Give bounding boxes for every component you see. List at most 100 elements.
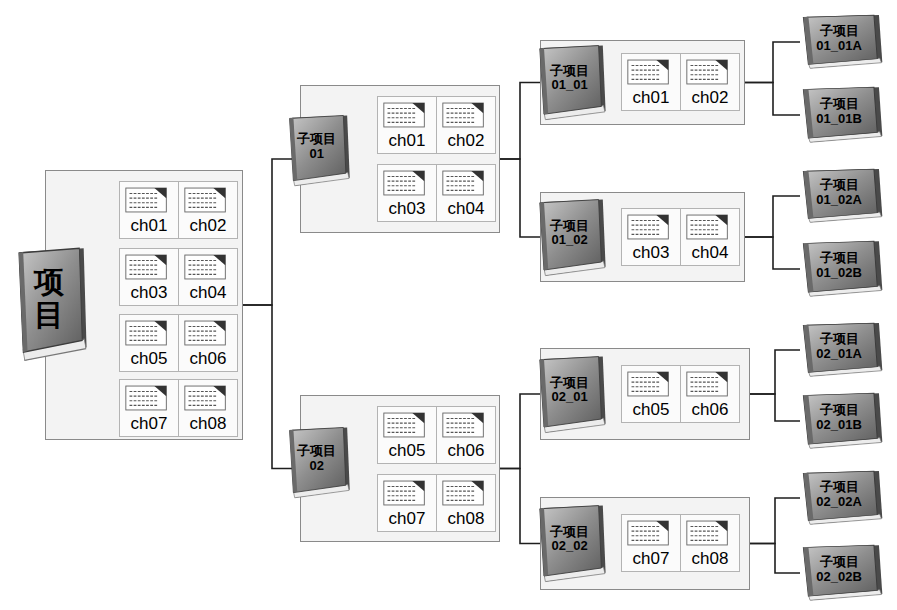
chapter-file: ch05 <box>621 365 681 423</box>
chapter-file: ch02 <box>178 181 238 239</box>
book-icon-wrap: 子项目 01 <box>287 114 351 188</box>
book-label-area: 子项目 01_02 <box>541 201 599 265</box>
chapter-file: ch06 <box>680 365 740 423</box>
book-icon-wrap: 子项目 01_01 <box>537 44 607 122</box>
chapter-file: ch07 <box>377 474 437 532</box>
tree-connector <box>750 498 800 544</box>
chapter-file: ch02 <box>680 53 740 111</box>
chapter-file: ch08 <box>436 474 496 532</box>
tree-connector <box>745 237 800 269</box>
chapter-label: ch07 <box>120 415 178 434</box>
chapter-label: ch08 <box>681 550 739 569</box>
chapter-file: ch03 <box>119 248 179 306</box>
chapter-label: ch05 <box>378 442 436 461</box>
tree-connector <box>745 196 800 237</box>
tree-connector <box>750 544 800 574</box>
project-box: 子项目 01ch01ch02ch03ch04 <box>300 85 500 233</box>
tree-connector <box>500 469 540 544</box>
file-icon <box>183 185 229 215</box>
file-icon <box>183 383 229 413</box>
tree-connector <box>500 394 540 469</box>
subproject-title: 子项目 01_01 <box>544 64 596 93</box>
subproject-title: 子项目 02_02A <box>813 480 865 509</box>
subproject-title: 子项目 02_01B <box>813 403 865 432</box>
book-icon-wrap: 项目 <box>16 246 88 364</box>
chapter-label: ch03 <box>120 284 178 303</box>
chapter-label: ch05 <box>120 350 178 369</box>
chapter-label: ch04 <box>681 244 739 263</box>
tree-connector <box>750 394 800 421</box>
tree-connector <box>500 159 540 237</box>
file-icon <box>626 369 672 399</box>
file-icon <box>685 212 731 242</box>
file-icon <box>382 100 428 130</box>
subproject-title: 子项目 02 <box>291 444 343 473</box>
chapter-file: ch08 <box>178 379 238 437</box>
file-icon <box>626 57 672 87</box>
chapter-file: ch04 <box>436 164 496 222</box>
file-icon <box>441 168 487 198</box>
book-label-area: 子项目 01_02A <box>804 170 874 215</box>
subproject-book: 子项目 02_02A <box>800 470 884 526</box>
file-icon <box>685 57 731 87</box>
subproject-book: 子项目 01_01A <box>800 14 884 70</box>
subproject-book: 子项目 01_02B <box>800 240 884 298</box>
subproject-title: 子项目 01_02A <box>813 178 865 207</box>
chapter-label: ch07 <box>622 550 680 569</box>
project-box: 子项目 02ch05ch06ch07ch08 <box>300 395 500 542</box>
file-icon <box>382 478 428 508</box>
chapter-label: ch07 <box>378 510 436 529</box>
file-icon <box>124 252 170 282</box>
chapter-file: ch06 <box>436 406 496 464</box>
book-label-area: 子项目 01_01B <box>804 88 874 134</box>
chapter-file: ch04 <box>680 208 740 266</box>
chapter-label: ch04 <box>437 200 495 219</box>
file-icon <box>441 478 487 508</box>
file-icon <box>626 212 672 242</box>
chapter-file: ch03 <box>377 164 437 222</box>
chapter-label: ch06 <box>437 442 495 461</box>
book-label-area: 子项目 02_02A <box>804 472 874 517</box>
tree-connector <box>243 159 300 305</box>
chapter-label: ch01 <box>622 89 680 108</box>
file-icon <box>382 168 428 198</box>
chapter-label: ch06 <box>179 350 237 369</box>
file-icon <box>441 100 487 130</box>
chapter-file: ch03 <box>621 208 681 266</box>
book-label-area: 子项目 02_01A <box>804 324 874 369</box>
project-box: 子项目 02_01 ch05ch06 <box>540 348 750 440</box>
file-icon <box>685 369 731 399</box>
file-icon <box>183 252 229 282</box>
book-icon-wrap: 子项目 01_02 <box>537 198 607 278</box>
subproject-title: 子项目 01_02B <box>813 251 865 280</box>
book-icon-wrap: 子项目 02 <box>287 426 351 500</box>
chapter-label: ch08 <box>179 415 237 434</box>
book-label-area: 项目 <box>20 251 80 345</box>
book-label-area: 子项目 02_02B <box>804 546 874 592</box>
subproject-title: 子项目 02_01 <box>544 376 596 405</box>
file-icon <box>124 185 170 215</box>
chapter-file: ch05 <box>377 406 437 464</box>
file-icon <box>124 318 170 348</box>
tree-connector <box>750 350 800 394</box>
chapter-file: ch01 <box>377 96 437 154</box>
book-label-area: 子项目 02_01B <box>804 394 874 440</box>
file-icon <box>124 383 170 413</box>
subproject-title: 子项目 02_01A <box>813 332 865 361</box>
book-icon-wrap: 子项目 02_01 <box>537 355 607 435</box>
subproject-book: 子项目 01_01B <box>800 86 884 144</box>
chapter-label: ch08 <box>437 510 495 529</box>
subproject-title: 子项目 01_01B <box>813 97 865 126</box>
tree-connector <box>500 83 540 160</box>
project-box: 子项目 01_02 ch03ch04 <box>540 192 745 282</box>
file-icon <box>382 410 428 440</box>
book-label-area: 子项目 02_01 <box>541 358 599 422</box>
project-box: 子项目 02_02ch07ch08 <box>540 497 750 590</box>
project-box: 项目ch01ch02ch03ch04ch05ch06ch07ch08 <box>45 170 243 440</box>
chapter-label: ch02 <box>681 89 739 108</box>
subproject-title: 子项目 01_02 <box>544 219 596 248</box>
subproject-book: 子项目 02_01B <box>800 392 884 450</box>
chapter-file: ch07 <box>119 379 179 437</box>
file-icon <box>685 518 731 548</box>
